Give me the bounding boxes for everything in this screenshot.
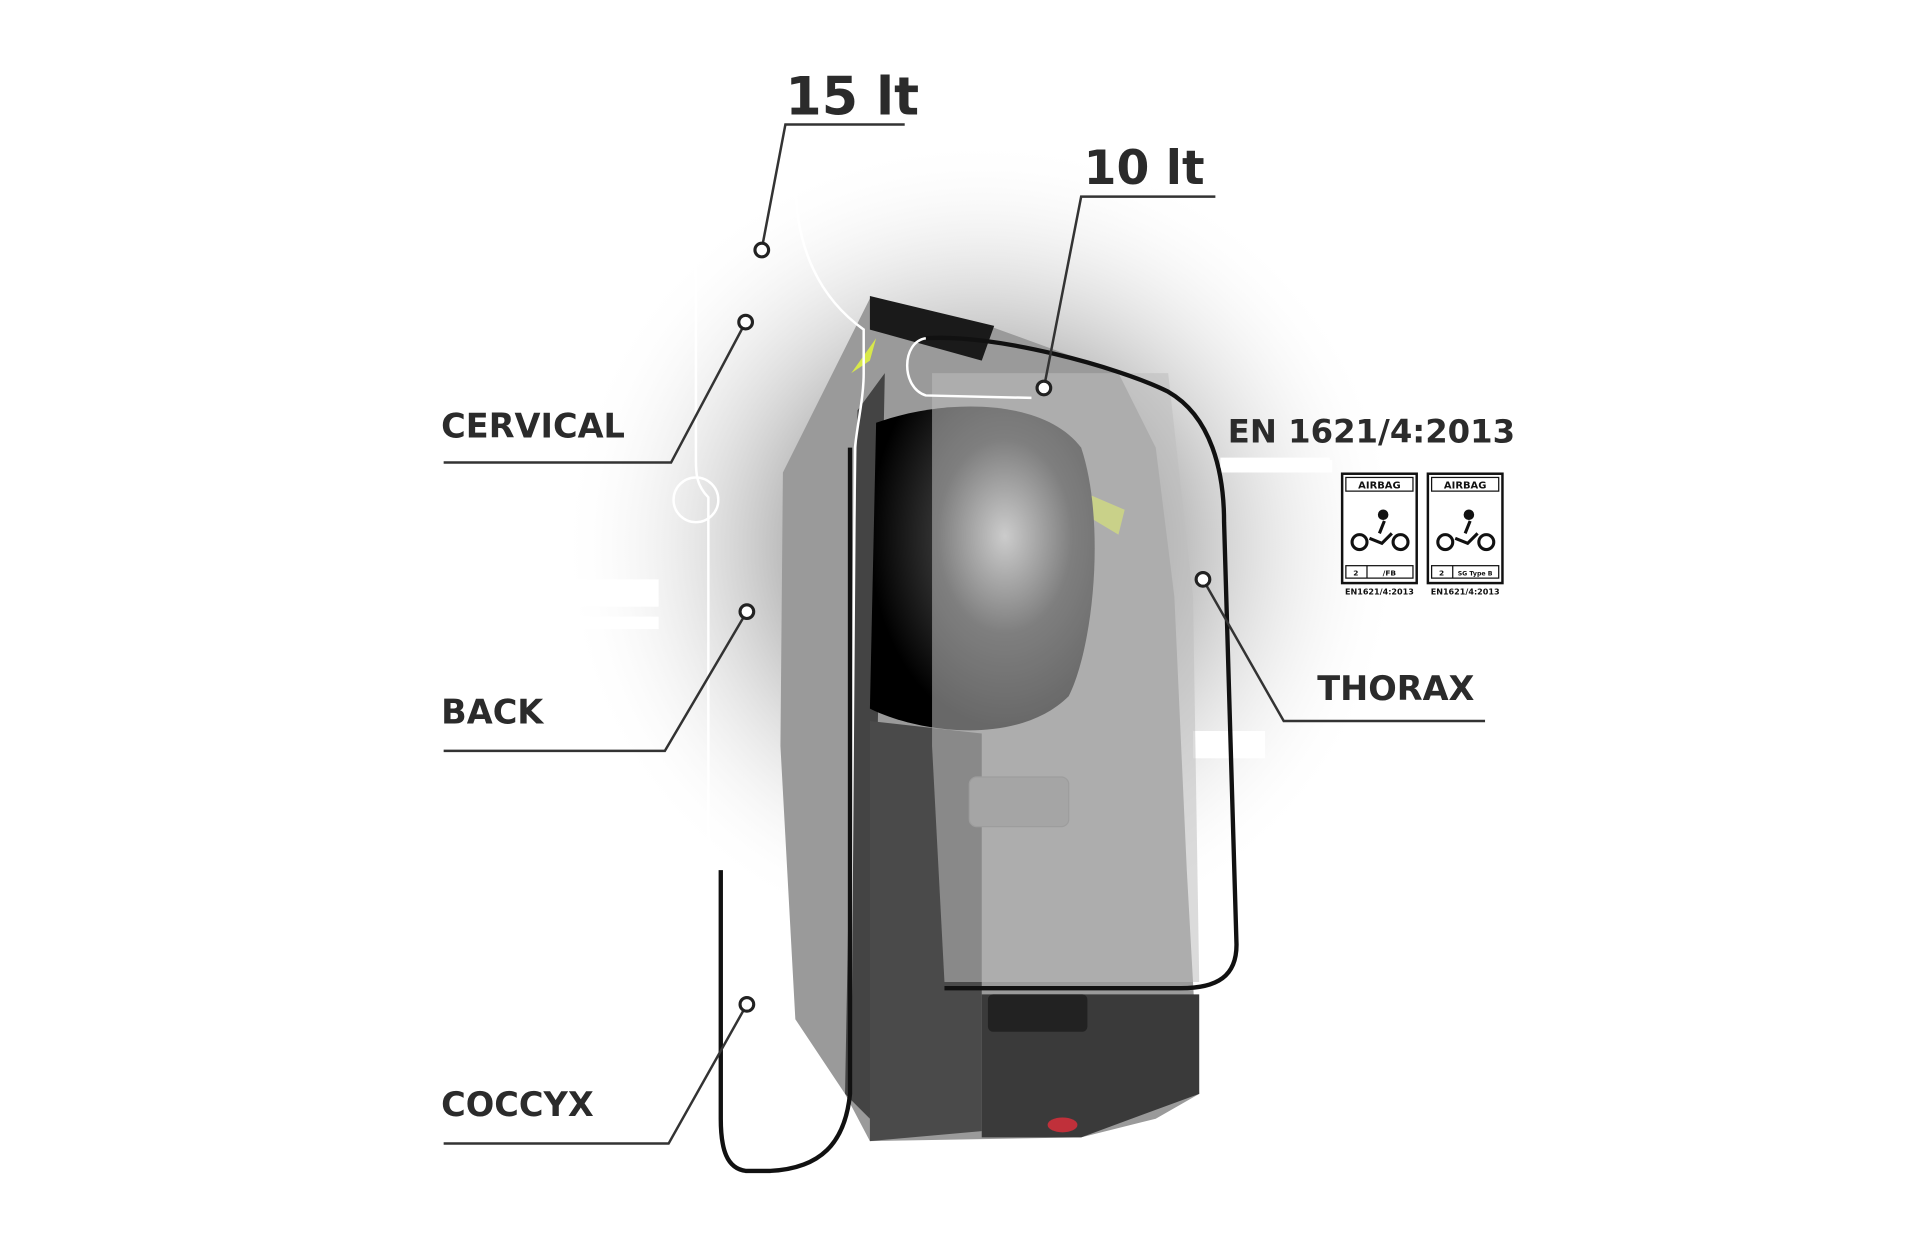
zone-label-coccyx: COCCYX: [441, 1085, 594, 1124]
svg-text:AIRBAG: AIRBAG: [1358, 481, 1400, 492]
motorcycle-rider-icon: [1436, 509, 1496, 552]
svg-text:AIRBAG: AIRBAG: [1444, 481, 1486, 492]
front-airbag-outline: [925, 335, 1239, 991]
svg-text:2: 2: [1353, 569, 1358, 578]
anchor-points: [737, 241, 1212, 1013]
zone-label-thorax: THORAX: [1317, 669, 1474, 708]
motorcycle-rider-icon: [1350, 509, 1410, 552]
certification-badge-2: AIRBAG 2 SG Type B EN1621/4:2013: [1426, 472, 1504, 596]
svg-text:2: 2: [1439, 569, 1444, 578]
front-airbag-volume: 10 lt: [1084, 141, 1205, 196]
svg-text:EN1621/4:2013: EN1621/4:2013: [1431, 587, 1500, 596]
svg-text:EN1621/4:2013: EN1621/4:2013: [1345, 587, 1414, 596]
certification-badge-1: AIRBAG 2 /FB EN1621/4:2013: [1340, 472, 1418, 596]
zone-label-cervical: CERVICAL: [441, 407, 625, 446]
back-airbag-volume: 15 lt: [785, 68, 919, 128]
zone-label-back: BACK: [441, 693, 545, 732]
svg-text:/FB: /FB: [1383, 569, 1397, 578]
certification-standard: EN 1621/4:2013: [1228, 413, 1515, 451]
leader-lines: [443, 123, 1486, 1145]
vest-illustration: [780, 296, 1200, 1142]
svg-text:SG Type B: SG Type B: [1458, 571, 1493, 578]
